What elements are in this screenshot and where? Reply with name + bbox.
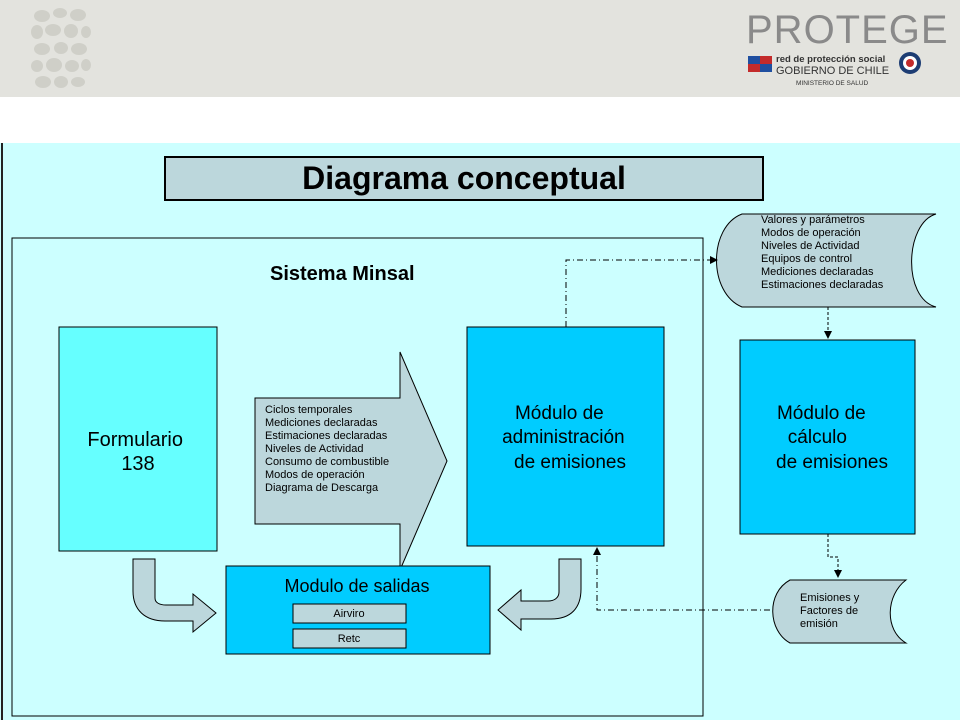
diagram-title: Diagrama conceptual (302, 160, 626, 196)
concept-diagram: Diagrama conceptual Sistema Minsal Formu… (11, 156, 937, 717)
admin-module-line: administración (502, 427, 625, 448)
arrow-item: Diagrama de Descarga (265, 482, 379, 494)
store-item: Modos de operación (761, 227, 861, 239)
curved-arrow-left (132, 558, 217, 634)
slide-left-border (1, 143, 3, 720)
arrow-item: Mediciones declaradas (265, 417, 378, 429)
logo-pebbles-icon (31, 8, 91, 88)
admin-module-box (466, 326, 665, 547)
calc-module-box (739, 339, 916, 535)
protege-brand-logo: PROTEGE red de protección social GOBIERN… (746, 8, 946, 87)
header-spacer (0, 97, 960, 143)
brand-line-2: GOBIERNO DE CHILE (776, 65, 889, 77)
calc-module-line: cálculo (788, 427, 847, 448)
admin-module-line: Módulo de (515, 403, 604, 424)
emissions-line: Factores de (800, 605, 858, 617)
airviro-label: Airviro (333, 608, 364, 620)
formulario-label: Formulario 138 (87, 429, 188, 475)
data-flow-arrow (254, 351, 448, 571)
arrow-item: Ciclos temporales (265, 404, 353, 416)
chile-flag-icon (748, 56, 772, 72)
output-module-label: Modulo de salidas (284, 576, 429, 596)
ministry-seal-icon (899, 52, 921, 74)
arrow-items-list: Ciclos temporales Mediciones declaradas … (265, 404, 392, 494)
calc-module-label: Módulo de cálculo de emisiones (776, 403, 888, 473)
formulario-line: 138 (121, 453, 154, 475)
emissions-line: Emisiones y (800, 592, 860, 604)
emissions-store-label: Emisiones y Factores de emisión (800, 592, 862, 630)
formulario-line: Formulario (87, 429, 183, 451)
system-label: Sistema Minsal (270, 263, 415, 285)
retc-label: Retc (338, 633, 361, 645)
title-box (164, 156, 764, 201)
arrow-item: Niveles de Actividad (265, 443, 363, 455)
header-bar: PROTEGE red de protección social GOBIERN… (0, 0, 960, 97)
brand-line-1: red de protección social (776, 54, 885, 65)
parameters-store (716, 213, 937, 308)
arrow-item: Consumo de combustible (265, 456, 389, 468)
calc-module-line: de emisiones (776, 452, 888, 473)
store-items-list: Valores y parámetros Modos de operación … (761, 214, 884, 291)
store-item: Valores y parámetros (761, 214, 865, 226)
arrow-item: Modos de operación (265, 469, 365, 481)
connector-calc-to-emissions (827, 534, 842, 578)
admin-module-label: Módulo de administración de emisiones (502, 403, 630, 473)
arrow-item: Estimaciones declaradas (265, 430, 388, 442)
brand-line-3: MINISTERIO DE SALUD (796, 80, 869, 87)
emissions-store (772, 579, 908, 644)
connector-emissions-to-admin (593, 547, 770, 611)
system-container (11, 237, 704, 717)
retc-box (292, 628, 407, 649)
admin-module-line: de emisiones (514, 452, 626, 473)
connector-admin-to-store (565, 256, 718, 327)
emissions-line: emisión (800, 618, 838, 630)
curved-arrow-right (497, 558, 582, 632)
formulario-box (58, 326, 218, 552)
store-item: Mediciones declaradas (761, 266, 874, 278)
store-item: Estimaciones declaradas (761, 279, 884, 291)
store-item: Niveles de Actividad (761, 240, 859, 252)
brand-name: PROTEGE (746, 8, 946, 52)
airviro-box (292, 603, 407, 624)
store-item: Equipos de control (761, 253, 852, 265)
calc-module-line: Módulo de (777, 403, 866, 424)
